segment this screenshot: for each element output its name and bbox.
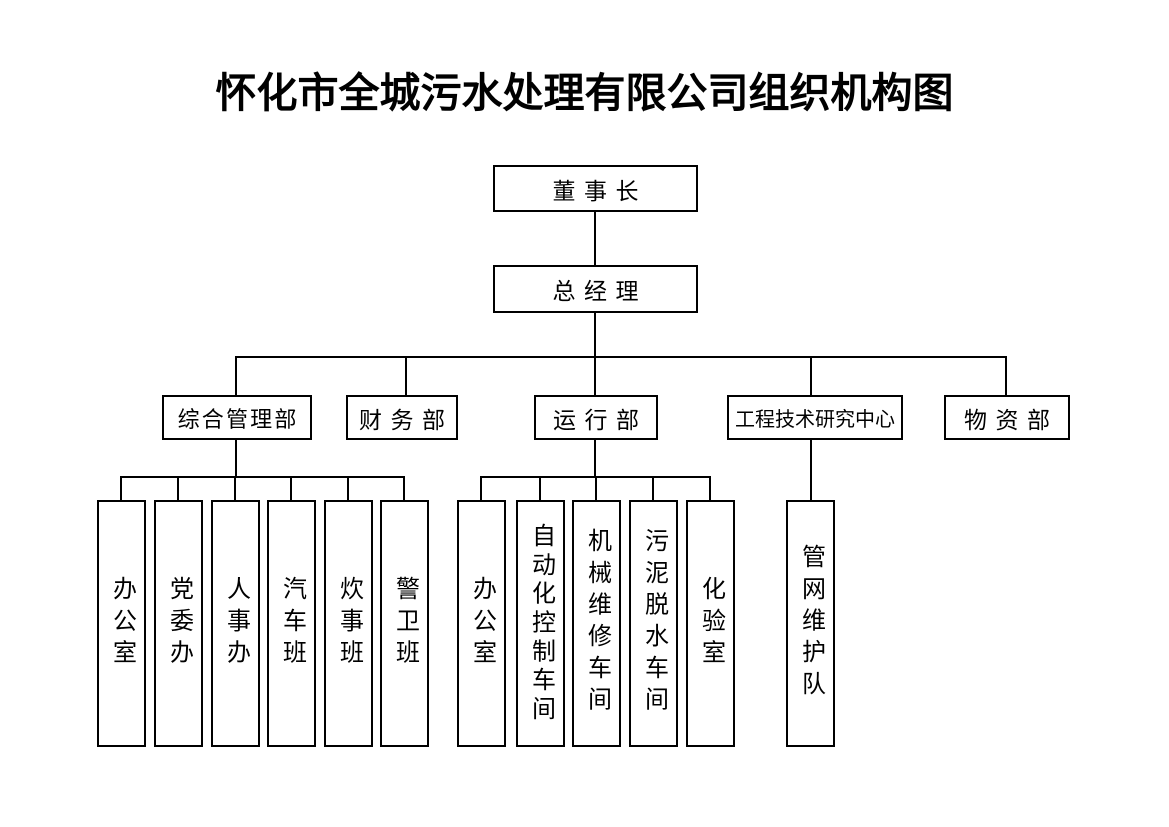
connector-drop-child-1-1 — [120, 476, 122, 500]
page-title: 怀化市全城污水处理有限公司组织机构图 — [215, 70, 954, 116]
connector-drop-child-1-5 — [347, 476, 349, 500]
node-chairman-label: 董事长 — [552, 178, 648, 204]
node-dept-label: 工程技术研究中心 — [735, 409, 895, 431]
connector-dept1-rail — [120, 476, 405, 478]
node-label: 警卫班 — [391, 575, 418, 672]
connector-dept3-down — [594, 440, 596, 478]
connector-drop-child-1-2 — [177, 476, 179, 500]
node-general-manager-label: 总经理 — [552, 279, 648, 304]
node-guard-team: 警卫班 — [380, 500, 429, 747]
node-label: 自动化控制车间 — [527, 522, 554, 725]
node-office-admin: 办公室 — [97, 500, 146, 747]
node-cooking-team: 炊事班 — [324, 500, 373, 747]
node-label: 办公室 — [108, 575, 135, 672]
node-dept-general-management: 综合管理部 — [162, 395, 312, 440]
node-label: 党委办 — [165, 575, 192, 672]
connector-drop-child-3-4 — [652, 476, 654, 500]
node-pipe-network-maintenance-team: 管网维护队 — [786, 500, 835, 747]
connector-drop-dept-4 — [810, 356, 812, 395]
node-label: 人事办 — [222, 575, 249, 672]
node-label: 污泥脱水车间 — [640, 528, 667, 719]
connector-drop-dept-1 — [235, 356, 237, 395]
connector-gm-down — [594, 313, 596, 358]
node-laboratory: 化验室 — [686, 500, 735, 747]
node-label: 化验室 — [697, 575, 724, 672]
node-label: 办公室 — [468, 575, 495, 672]
node-general-manager: 总经理 — [493, 265, 698, 313]
node-sludge-dewatering-workshop: 污泥脱水车间 — [629, 500, 678, 747]
connector-drop-child-3-2 — [539, 476, 541, 500]
connector-drop-dept-2 — [405, 356, 407, 395]
node-label: 汽车班 — [278, 575, 305, 672]
connector-drop-child-1-6 — [403, 476, 405, 500]
node-dept-operations: 运行部 — [534, 395, 658, 440]
node-label: 炊事班 — [335, 575, 362, 672]
node-personnel-office: 人事办 — [211, 500, 260, 747]
node-dept-label: 物资部 — [963, 407, 1059, 433]
connector-drop-child-1-3 — [234, 476, 236, 500]
node-mechanical-maintenance-workshop: 机械维修车间 — [572, 500, 621, 747]
connector-drop-child-3-1 — [480, 476, 482, 500]
connector-drop-child-3-3 — [595, 476, 597, 500]
connector-drop-child-1-4 — [290, 476, 292, 500]
node-dept-engineering-research-center: 工程技术研究中心 — [727, 395, 903, 440]
connector-dept1-down — [235, 440, 237, 478]
node-dept-finance: 财务部 — [346, 395, 458, 440]
connector-drop-dept-5 — [1005, 356, 1007, 395]
connector-chairman-gm — [594, 212, 596, 265]
node-dept-label: 财务部 — [358, 407, 454, 433]
node-party-committee-office: 党委办 — [154, 500, 203, 747]
connector-dept4-child — [810, 440, 812, 500]
node-dept-label: 运行部 — [552, 407, 648, 433]
node-dept-materials: 物资部 — [944, 395, 1070, 440]
node-chairman: 董事长 — [493, 165, 698, 212]
node-label: 机械维修车间 — [583, 528, 610, 719]
node-office-operations: 办公室 — [457, 500, 506, 747]
node-automation-control-workshop: 自动化控制车间 — [516, 500, 565, 747]
connector-drop-child-3-5 — [709, 476, 711, 500]
node-vehicle-team: 汽车班 — [267, 500, 316, 747]
node-label: 管网维护队 — [797, 544, 824, 703]
node-dept-label: 综合管理部 — [177, 406, 299, 432]
connector-drop-dept-3 — [594, 356, 596, 395]
connector-level2-rail — [235, 356, 1007, 358]
